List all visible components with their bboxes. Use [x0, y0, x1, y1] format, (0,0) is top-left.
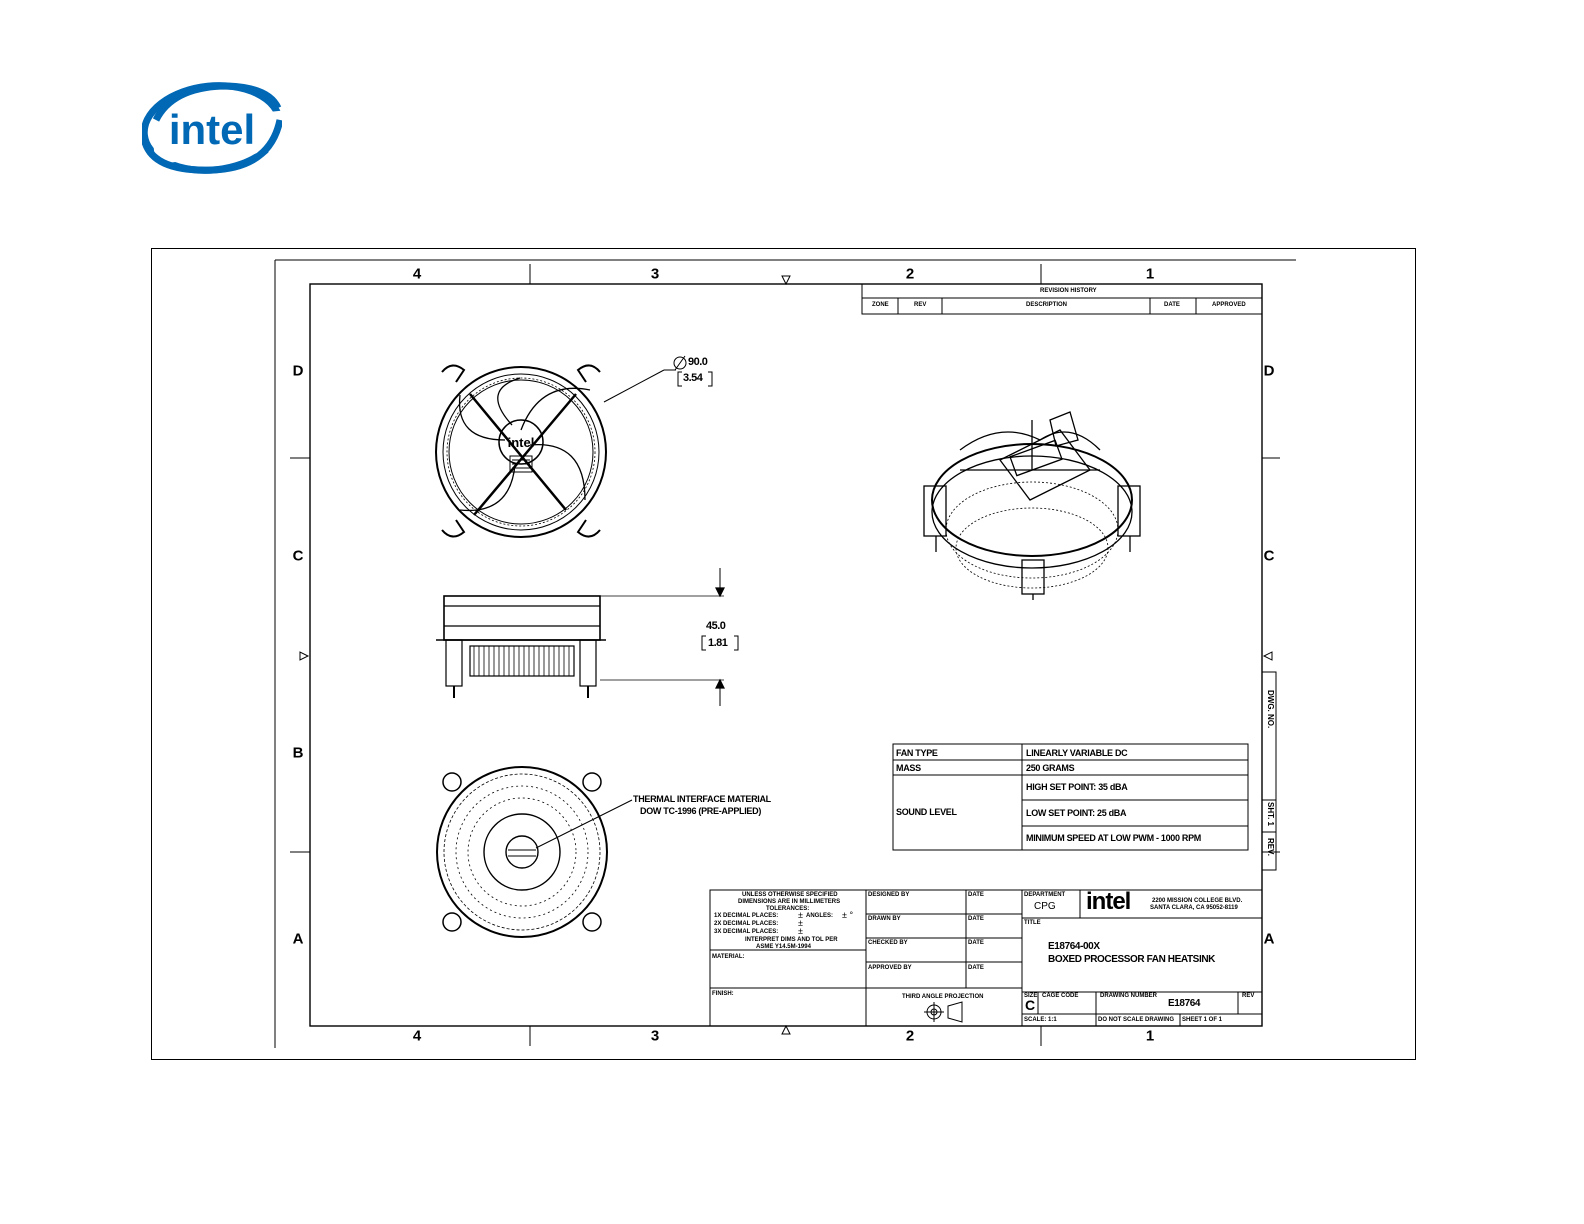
rev-col-approved: APPROVED — [1212, 302, 1246, 308]
size-value: C — [1025, 997, 1036, 1013]
side-sheet: SHT. 1 — [1266, 802, 1275, 827]
finish-label: FINISH: — [712, 991, 734, 997]
date-label-1: DATE — [968, 892, 984, 898]
interpret-note-1: INTERPRET DIMS AND TOL PER — [745, 937, 838, 943]
svg-text:±: ± — [798, 926, 803, 936]
title-label: TITLE — [1024, 920, 1041, 926]
sheet-label: SHEET 1 OF 1 — [1182, 1017, 1223, 1023]
tim-callout-line2: DOW TC-1996 (PRE-APPLIED) — [640, 806, 762, 816]
checked-by-label: CHECKED BY — [868, 940, 908, 946]
tim-callout-line1: THERMAL INTERFACE MATERIAL — [633, 794, 771, 804]
row-label-d-right: D — [1263, 362, 1275, 380]
row-label-c-right: C — [1263, 547, 1275, 565]
tol-1x: 1X DECIMAL PLACES: — [714, 913, 779, 919]
unless-note-2: DIMENSIONS ARE IN MILLIMETERS — [738, 899, 841, 905]
drawing-number-label: DRAWING NUMBER — [1100, 993, 1157, 999]
tol-angles: ANGLES: — [806, 913, 833, 919]
date-label-2: DATE — [968, 916, 984, 922]
revision-history-header: REVISION HISTORY — [1040, 288, 1097, 294]
heatsink-isometric-view — [923, 411, 1141, 600]
row-label-b-left: B — [292, 744, 304, 762]
scale-label: SCALE: 1:1 — [1024, 1017, 1057, 1023]
fan-type-label: FAN TYPE — [896, 748, 938, 758]
tol-2x: 2X DECIMAL PLACES: — [714, 921, 779, 927]
column-label-3-top: 3 — [650, 265, 660, 283]
fan-type-value: LINEARLY VARIABLE DC — [1026, 748, 1128, 758]
column-label-2-top: 2 — [905, 265, 915, 283]
column-label-2-bottom: 2 — [905, 1027, 915, 1045]
drawing-title-line-1: E18764-00X — [1048, 941, 1100, 952]
department-value: CPG — [1034, 901, 1056, 912]
designed-by-label: DESIGNED BY — [868, 892, 910, 898]
svg-text:±: ± — [798, 918, 803, 928]
row-label-d-left: D — [292, 362, 304, 380]
address-line-1: 2200 MISSION COLLEGE BLVD. — [1152, 898, 1243, 904]
row-label-a-right: A — [1263, 930, 1275, 948]
heatsink-side-view — [436, 568, 739, 706]
column-label-1-bottom: 1 — [1145, 1027, 1155, 1045]
rev-col-date: DATE — [1164, 302, 1180, 308]
height-mm: 45.0 — [706, 620, 726, 632]
unless-note-1: UNLESS OTHERWISE SPECIFIED — [742, 892, 838, 898]
svg-text:± °: ± ° — [842, 910, 853, 920]
drawing-frame — [151, 248, 1416, 1060]
title-block-intel-logo: intel — [1086, 888, 1131, 915]
mass-label: MASS — [896, 763, 921, 773]
svg-text:±: ± — [798, 910, 803, 920]
address-line-2: SANTA CLARA, CA 95052-8119 — [1150, 905, 1238, 911]
fan-hub-logo: intel — [508, 435, 535, 450]
column-label-1-top: 1 — [1145, 265, 1155, 283]
side-rev: REV. — [1266, 838, 1275, 856]
row-label-a-left: A — [292, 930, 304, 948]
row-label-c-left: C — [292, 547, 304, 565]
date-label-3: DATE — [968, 940, 984, 946]
third-angle-projection-label: THIRD ANGLE PROJECTION — [902, 994, 984, 1000]
fan-top-view: intel — [435, 355, 713, 538]
intel-logo-wordmark: intel — [169, 106, 255, 153]
spec-table — [892, 743, 1249, 851]
tol-3x: 3X DECIMAL PLACES: — [714, 929, 779, 935]
rev-col-description: DESCRIPTION — [1026, 302, 1068, 308]
material-label: MATERIAL: — [712, 954, 745, 960]
mass-value: 250 GRAMS — [1026, 763, 1075, 773]
revision-block — [861, 283, 1263, 315]
date-label-4: DATE — [968, 965, 984, 971]
drawing-number-value: E18764 — [1168, 998, 1201, 1009]
column-label-4-bottom: 4 — [412, 1027, 422, 1045]
drawing-title-line-2: BOXED PROCESSOR FAN HEATSINK — [1048, 954, 1215, 965]
side-dwg-no: DWG. NO. — [1266, 690, 1275, 729]
do-not-scale-label: DO NOT SCALE DRAWING — [1098, 1017, 1174, 1023]
column-label-4-top: 4 — [412, 265, 422, 283]
diameter-mm: 90.0 — [688, 356, 708, 368]
title-block: ± ± ± ± ° — [709, 889, 1263, 1027]
heatsink-bottom-view — [436, 766, 633, 938]
department-label: DEPARTMENT — [1024, 892, 1066, 898]
interpret-note-2: ASME Y14.5M-1994 — [756, 944, 811, 950]
rev-col-rev: REV — [914, 302, 927, 308]
cage-code-label: CAGE CODE — [1042, 993, 1079, 999]
height-in: 1.81 — [708, 637, 728, 649]
rev-col-zone: ZONE — [872, 302, 889, 308]
column-label-3-bottom: 3 — [650, 1027, 660, 1045]
approved-by-label: APPROVED BY — [868, 965, 912, 971]
rev-label: REV — [1242, 993, 1255, 999]
min-speed-value: MINIMUM SPEED AT LOW PWM - 1000 RPM — [1026, 833, 1202, 843]
size-label: SIZE — [1024, 993, 1038, 999]
intel-logo: intel — [142, 82, 282, 174]
diameter-in: 3.54 — [683, 372, 703, 384]
drawn-by-label: DRAWN BY — [868, 916, 901, 922]
sound-level-label: SOUND LEVEL — [896, 807, 957, 817]
sound-low-value: LOW SET POINT: 25 dBA — [1026, 808, 1127, 818]
tolerances-label: TOLERANCES: — [766, 906, 810, 912]
sound-high-value: HIGH SET POINT: 35 dBA — [1026, 782, 1128, 792]
